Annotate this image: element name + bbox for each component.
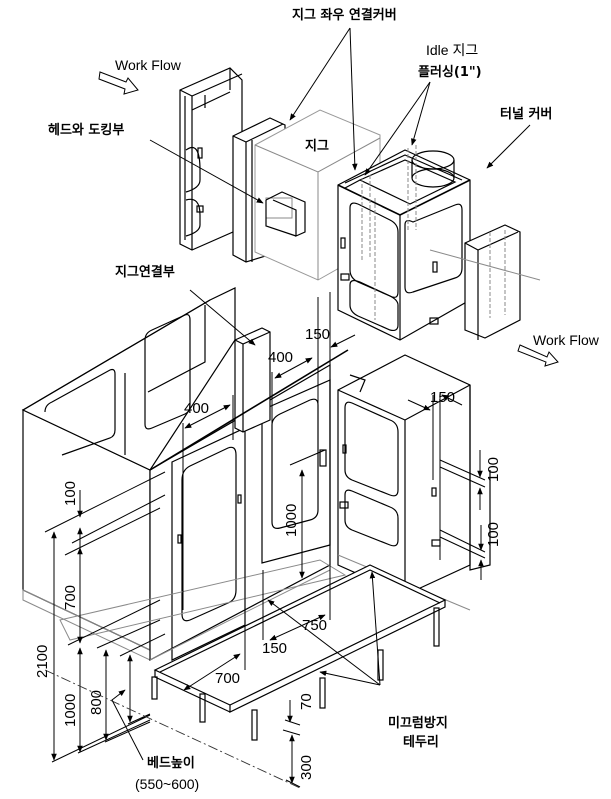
- label-work-flow-right: Work Flow: [533, 332, 600, 348]
- label-idle-jig-line1: Idle 지그: [426, 42, 478, 58]
- dim-100-right-top: 100: [485, 457, 502, 482]
- dim-150-top: 150: [305, 326, 330, 343]
- label-idle-jig-line2: 플러싱(1"): [418, 64, 482, 80]
- dim-150-right: 150: [430, 389, 455, 406]
- work-flow-arrow-top-icon: [98, 71, 139, 95]
- dim-700-left: 700: [62, 585, 79, 610]
- bed-legs: [151, 607, 440, 741]
- label-bed-height-line1: 베드높이: [147, 755, 195, 771]
- dimension-lines: [44, 292, 486, 789]
- label-bed-height-line2: (550~600): [135, 776, 199, 792]
- dim-70: 70: [298, 693, 315, 710]
- label-anti-slip-line2: 테두리: [403, 734, 439, 750]
- label-work-flow-top: Work Flow: [115, 57, 182, 73]
- label-jig-lr-cover: 지그 좌우 연결커버: [292, 7, 397, 23]
- dim-100-left: 100: [62, 481, 79, 506]
- dim-150-bottom: 150: [262, 640, 287, 657]
- downstream-connector: [429, 224, 541, 340]
- dim-400-lower: 400: [184, 400, 209, 417]
- dim-800: 800: [88, 690, 105, 715]
- label-jig: 지그: [305, 139, 329, 154]
- leader-lines: [111, 27, 531, 761]
- label-anti-slip-line1: 미끄럼방지: [388, 715, 448, 731]
- upstream-cabinet: [179, 67, 243, 251]
- label-tunnel-cover: 터널 커버: [500, 106, 552, 122]
- dim-400-upper: 400: [268, 349, 293, 366]
- dim-100-right-bottom: 100: [485, 522, 502, 547]
- work-flow-arrow-right-icon: [517, 344, 559, 367]
- dim-2100: 2100: [34, 645, 51, 678]
- dim-300: 300: [298, 755, 315, 780]
- dim-1000-left: 1000: [62, 694, 79, 727]
- label-head-docking: 헤드와 도킹부: [48, 122, 124, 138]
- dim-750: 750: [302, 617, 327, 634]
- idle-jig-cabinet: [337, 145, 471, 341]
- label-jig-connection: 지그연결부: [115, 264, 175, 280]
- dim-700-bottom: 700: [215, 670, 240, 687]
- dim-1000-center: 1000: [283, 504, 300, 537]
- right-cabinet: [337, 354, 491, 611]
